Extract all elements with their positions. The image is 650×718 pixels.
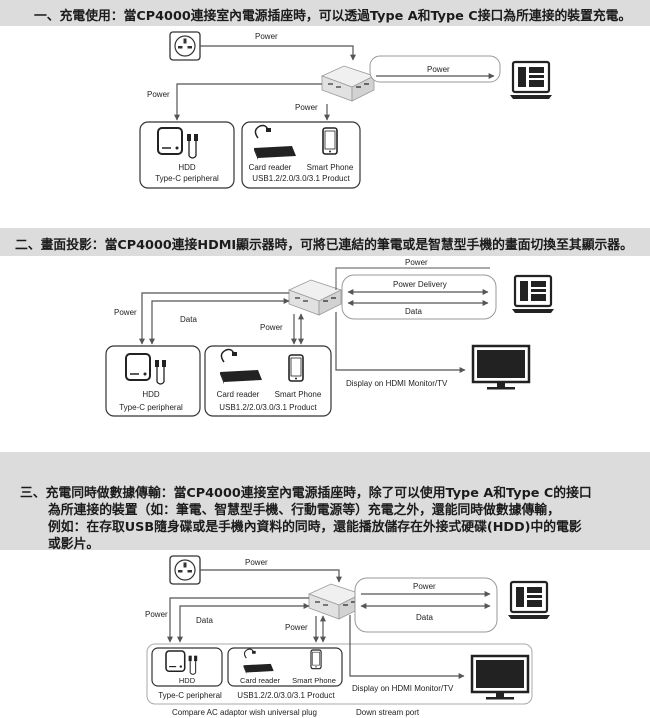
label-power-down: Power [295, 103, 318, 112]
section1-heading: 一、充電使用：當CP4000連接室內電源插座時，可以透過Type A和Type … [34, 9, 632, 24]
pd-data-channel-box [341, 274, 497, 320]
hdd-label: HDD [178, 163, 196, 172]
power-line-top [335, 267, 490, 290]
laptop-icon [506, 580, 552, 621]
usb-label: USB1.2/2.0/3.0/3.1 Product [252, 174, 350, 183]
downstream-port-box [146, 643, 533, 705]
wall-socket-icon [169, 555, 201, 585]
section3-heading-line4: 或影片。 [48, 537, 100, 552]
hdmi-label: Display on HDMI Monitor/TV [346, 379, 448, 388]
section3-heading-line2: 為所連接的裝置（如：筆電、智慧型手機、行動電源等）充電之外，還能同時做數據傳輸， [48, 503, 560, 518]
tv-icon [470, 654, 530, 701]
power-line-left [167, 597, 309, 643]
laptop-icon [510, 274, 556, 315]
smartphone-icon [288, 354, 304, 382]
smartphone-label: Smart Phone [307, 163, 354, 172]
label-power-right: Power [427, 65, 450, 74]
usb-label: USB1.2/2.0/3.0/3.1 Product [219, 403, 317, 412]
section3-heading-line3: 例如：在存取USB隨身碟或是手機內資料的同時，還能播放儲存在外接式硬碟(HDD)… [48, 520, 582, 535]
power-line-hub-left [174, 83, 322, 121]
card-reader-label: Card reader [217, 390, 260, 399]
smartphone-icon [310, 649, 322, 670]
hdmi-line [335, 312, 466, 373]
label-power-left: Power [114, 308, 137, 317]
power-line-socket-hub [200, 45, 356, 61]
caption-downstream-port: Down stream port [356, 708, 420, 717]
label-data-left: Data [180, 315, 197, 324]
caption-adaptor: Compare AC adaptor wish universal plug [172, 708, 317, 717]
hdmi-label: Display on HDMI Monitor/TV [352, 684, 454, 693]
label-power-left: Power [145, 610, 168, 619]
section1-banner: 一、充電使用：當CP4000連接室內電源插座時，可以透過Type A和Type … [0, 0, 650, 26]
data-line-left [149, 298, 290, 345]
section1-diagram: Power Power Power Power HDD Type-C perip… [139, 31, 554, 189]
smartphone-icon [322, 127, 338, 155]
cp4000-hub-icon [288, 279, 342, 316]
card-reader-label: Card reader [240, 676, 281, 685]
tv-icon [471, 344, 531, 391]
label-power-delivery: Power Delivery [393, 280, 447, 289]
label-data-left: Data [196, 616, 213, 625]
typec-label: Type-C peripheral [158, 691, 222, 700]
smartphone-label: Smart Phone [275, 390, 322, 399]
label-power-right: Power [413, 582, 436, 591]
laptop-icon [508, 60, 554, 101]
label-data-right: Data [405, 307, 422, 316]
typec-label: Type-C peripheral [155, 174, 219, 183]
section3-heading-line1: 三、充電同時做數據傳輸：當CP4000連接室內電源插座時，除了可以使用Type … [20, 486, 592, 501]
section2-heading: 二、畫面投影：當CP4000連接HDMI顯示器時，可將已連結的筆電或是智慧型手機… [15, 238, 633, 253]
section3-banner: 三、充電同時做數據傳輸：當CP4000連接室內電源插座時，除了可以使用Type … [0, 452, 650, 552]
power-line-socket-hub [200, 569, 342, 583]
power-line-left [139, 292, 289, 345]
label-power-left: Power [147, 90, 170, 99]
usb-label: USB1.2/2.0/3.0/3.1 Product [237, 691, 335, 700]
label-data-right: Data [416, 613, 433, 622]
label-power-top: Power [255, 32, 278, 41]
section3-diagram: Power Power Data Power Data Power Displa… [145, 555, 552, 717]
wall-socket-icon [169, 31, 201, 61]
label-power-down: Power [260, 323, 283, 332]
data-line-left [177, 603, 310, 643]
label-power-down: Power [285, 623, 308, 632]
typec-label: Type-C peripheral [119, 403, 183, 412]
smartphone-label: Smart Phone [292, 676, 336, 685]
hdd-label: HDD [179, 676, 196, 685]
section2-diagram: Power Power Delivery Data Power Data Pow… [105, 258, 556, 417]
section2-banner: 二、畫面投影：當CP4000連接HDMI顯示器時，可將已連結的筆電或是智慧型手機… [0, 228, 650, 256]
label-power-top: Power [405, 258, 428, 267]
label-power-top: Power [245, 558, 268, 567]
cp4000-hub-icon [321, 65, 375, 102]
cp4000-hub-icon [308, 583, 362, 620]
hdmi-line [349, 615, 465, 679]
card-reader-label: Card reader [249, 163, 292, 172]
hdd-label: HDD [142, 390, 160, 399]
